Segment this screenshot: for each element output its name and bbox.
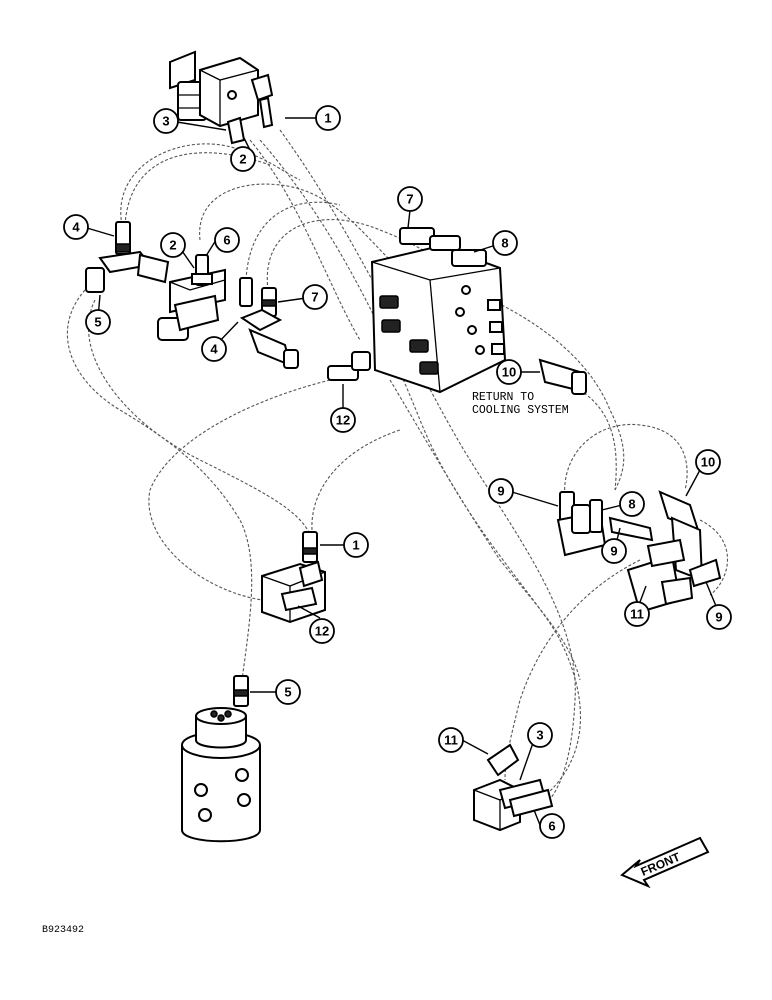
svg-text:4: 4: [210, 342, 218, 357]
svg-text:11: 11: [630, 607, 644, 622]
svg-text:2: 2: [239, 152, 246, 167]
svg-text:9: 9: [715, 610, 722, 625]
valve-block-bottom-right: [473, 743, 554, 832]
figure-id: B923492: [42, 925, 84, 936]
svg-text:4: 4: [72, 220, 80, 235]
callout-bubbles: 1 2 3 4 5 2 6 4 7 7 8 12 10 9 8 10 9 11 …: [63, 105, 732, 839]
callout-9c: 9: [706, 604, 732, 630]
svg-text:3: 3: [162, 114, 169, 129]
svg-text:12: 12: [315, 624, 329, 639]
tee-fitting-left: [85, 221, 170, 293]
svg-text:6: 6: [548, 819, 555, 834]
fitting-12-upper: [327, 351, 371, 381]
svg-text:2: 2: [169, 238, 176, 253]
svg-text:12: 12: [336, 413, 350, 428]
callout-7a: 7: [302, 284, 328, 310]
leader-lines: [86, 117, 717, 826]
callout-5a: 5: [85, 309, 111, 335]
callout-9b: 9: [601, 538, 627, 564]
svg-text:7: 7: [406, 192, 413, 207]
callout-1a: 1: [315, 105, 341, 131]
svg-text:9: 9: [610, 544, 617, 559]
callout-1b: 1: [343, 532, 369, 558]
svg-text:7: 7: [311, 290, 318, 305]
front-label: FRONT: [639, 850, 683, 879]
svg-text:3: 3: [536, 728, 543, 743]
tee-fitting-center: [239, 277, 299, 369]
callout-3a: 3: [153, 108, 179, 134]
callout-8b: 8: [619, 491, 645, 517]
callout-5b: 5: [275, 679, 301, 705]
callout-2a: 2: [230, 146, 256, 172]
svg-text:1: 1: [352, 538, 359, 553]
callout-10a: 10: [496, 359, 522, 385]
valve-block-lower-center: [261, 531, 326, 624]
callout-3b: 3: [527, 722, 553, 748]
svg-text:9: 9: [497, 484, 504, 499]
svg-text:1: 1: [324, 111, 331, 126]
callout-12a: 12: [330, 407, 356, 433]
svg-text:6: 6: [223, 233, 230, 248]
callout-6b: 6: [539, 813, 565, 839]
svg-text:5: 5: [284, 685, 291, 700]
return-text-line1: RETURN TO: [472, 391, 534, 404]
top-solenoid-valve: [169, 50, 274, 145]
callout-4b: 4: [201, 336, 227, 362]
callout-8a: 8: [492, 230, 518, 256]
svg-text:8: 8: [501, 236, 508, 251]
callout-6a: 6: [214, 227, 240, 253]
svg-text:5: 5: [94, 315, 101, 330]
svg-text:8: 8: [628, 497, 635, 512]
return-text-line2: COOLING SYSTEM: [472, 404, 569, 417]
main-control-valve: [370, 227, 507, 394]
callout-12b: 12: [309, 618, 335, 644]
valve-cluster-right: [556, 490, 722, 614]
svg-text:11: 11: [444, 733, 458, 748]
svg-text:10: 10: [701, 455, 715, 470]
valve-block-center-left: [157, 254, 226, 341]
front-arrow: FRONT: [620, 836, 710, 889]
callout-2b: 2: [160, 232, 186, 258]
callout-11a: 11: [624, 601, 650, 627]
callout-9a: 9: [488, 478, 514, 504]
hose-lines: [67, 129, 728, 806]
callout-7b: 7: [397, 186, 423, 212]
return-line-fitting: [538, 358, 587, 395]
callout-11b: 11: [438, 727, 464, 753]
rotary-swivel: [181, 675, 261, 843]
svg-text:10: 10: [502, 365, 516, 380]
callout-10b: 10: [695, 449, 721, 475]
callout-4a: 4: [63, 214, 89, 240]
